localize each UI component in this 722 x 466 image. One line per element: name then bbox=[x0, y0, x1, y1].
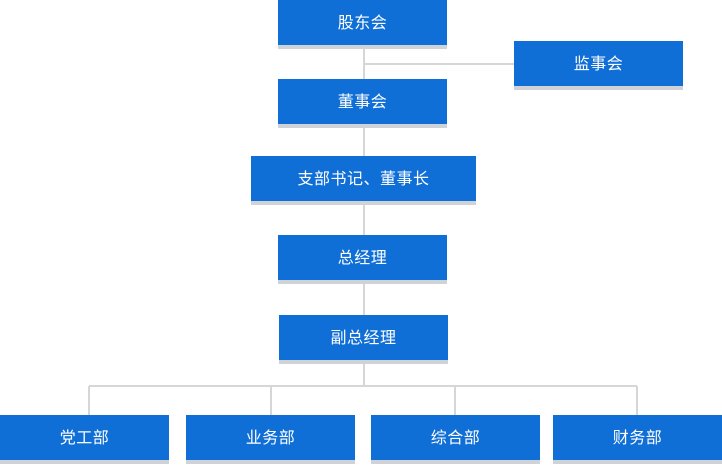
node-department-business: 业务部 bbox=[186, 415, 355, 464]
node-board-of-directors: 董事会 bbox=[278, 79, 447, 128]
node-label: 财务部 bbox=[612, 427, 663, 447]
node-general-manager: 总经理 bbox=[278, 235, 447, 284]
node-supervisory-board: 监事会 bbox=[514, 41, 683, 90]
node-department-finance: 财务部 bbox=[553, 415, 722, 464]
node-label: 党工部 bbox=[59, 427, 110, 447]
node-department-general-affairs: 综合部 bbox=[371, 415, 540, 464]
node-label: 监事会 bbox=[573, 53, 624, 73]
node-label: 副总经理 bbox=[330, 327, 397, 347]
node-deputy-general-manager: 副总经理 bbox=[279, 315, 448, 364]
node-label: 董事会 bbox=[337, 91, 388, 111]
node-department-party-affairs: 党工部 bbox=[0, 415, 169, 464]
node-label: 支部书记、董事长 bbox=[297, 168, 430, 188]
node-shareholders-meeting: 股东会 bbox=[278, 0, 447, 49]
node-label: 业务部 bbox=[245, 427, 296, 447]
node-label: 股东会 bbox=[337, 12, 388, 32]
node-label: 总经理 bbox=[337, 247, 388, 267]
node-branch-secretary-chairman: 支部书记、董事长 bbox=[251, 156, 476, 205]
node-label: 综合部 bbox=[430, 427, 481, 447]
